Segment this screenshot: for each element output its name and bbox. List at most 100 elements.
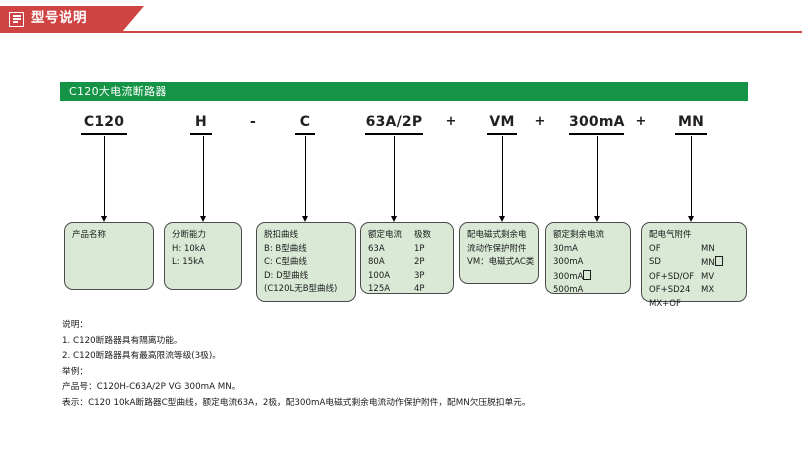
model-code-underline xyxy=(675,133,707,135)
connector-arrow-icon xyxy=(688,216,694,222)
plus-separator: + xyxy=(445,114,457,129)
legend-cell: MN xyxy=(701,256,739,271)
legend-cell: MN xyxy=(701,243,715,254)
legend-box-product-name: 产品名称 xyxy=(64,222,154,290)
connector-arrow-icon xyxy=(391,216,397,222)
legend-line: 额定剩余电流 xyxy=(553,230,605,240)
legend-cell: 极数 xyxy=(414,230,432,240)
connector-line xyxy=(104,136,105,216)
header-tab: 型号说明 xyxy=(0,6,122,32)
connector-line xyxy=(394,136,395,216)
model-code-token: C120 xyxy=(81,112,127,135)
legend-cell: OF+SD/OF xyxy=(649,271,695,282)
page-title: 型号说明 xyxy=(31,10,87,27)
legend-line: (C120L无B型曲线) xyxy=(264,284,338,294)
connector-line xyxy=(305,136,306,216)
legend-row: 125A 4P xyxy=(368,283,446,297)
legend-line: H: 10kA xyxy=(172,243,206,254)
legend-cell: OF xyxy=(649,243,661,254)
missing-glyph-icon xyxy=(583,269,592,280)
model-code-token: MN xyxy=(675,112,707,135)
legend-line: 产品名称 xyxy=(72,230,107,240)
model-code-token: C xyxy=(295,112,315,135)
missing-glyph-icon xyxy=(714,256,723,266)
legend-line: 配电磁式剩余电 xyxy=(467,230,527,240)
legend-cell: SD xyxy=(649,257,661,267)
legend-line: VM：电磁式AC类 xyxy=(467,257,535,267)
model-code-token-label: 300mA xyxy=(569,114,625,130)
model-code-token: 63A/2P xyxy=(365,112,423,135)
legend-line: 分断能力 xyxy=(172,230,207,240)
notes-block: 说明： 1. C120断路器具有隔离功能。 2. C120断路器具有最高限流等级(3… xyxy=(62,318,762,412)
model-code-token-label: MN xyxy=(677,114,705,130)
legend-cell xyxy=(701,229,739,243)
model-code-row: C120 H - C 63A/2P VM 300mA MN + + + xyxy=(0,112,802,142)
legend-line: 300mA xyxy=(553,269,623,285)
document-list-icon xyxy=(9,11,24,27)
legend-row: OF MN xyxy=(649,243,739,257)
connector-arrow-icon xyxy=(499,216,505,222)
legend-line: 脱扣曲线 xyxy=(264,230,299,240)
legend-line: C: C型曲线 xyxy=(264,257,307,267)
legend-line: 30mA xyxy=(553,243,578,254)
note-line: 举例： xyxy=(62,366,89,377)
legend-cell: 80A xyxy=(368,257,385,267)
legend-cell: MV xyxy=(701,271,715,282)
note-line: 说明： xyxy=(62,320,89,330)
header-tab-slant xyxy=(122,6,144,32)
legend-row: 配电气附件 xyxy=(649,229,739,243)
legend-cell xyxy=(701,298,739,312)
legend-line: L: 15kA xyxy=(172,257,204,267)
page-header: 型号说明 xyxy=(0,0,802,40)
legend-row: OF+SD/OF MV xyxy=(649,271,739,285)
connector-line xyxy=(203,136,204,216)
note-line: 1. C120断路器具有隔离功能。 xyxy=(62,335,183,346)
model-code-token: 300mA xyxy=(569,112,624,135)
legend-box-breaking-capacity: 分断能力 H: 10kA L: 15kA xyxy=(164,222,242,290)
header-divider xyxy=(0,31,802,33)
legend-cell: 63A xyxy=(368,243,385,254)
legend-line: 500mA xyxy=(553,285,584,295)
legend-line: 流动作保护附件 xyxy=(467,243,527,254)
legend-cell: 125A xyxy=(368,284,391,294)
model-code-underline xyxy=(365,133,423,135)
model-code-underline xyxy=(569,133,624,135)
model-code-token-label: C xyxy=(299,114,311,130)
legend-line: 300mA xyxy=(553,257,584,267)
model-code-token-label: 63A/2P xyxy=(365,114,423,130)
legend-cell: 1P xyxy=(414,243,425,254)
legend-cell: 3P xyxy=(414,270,425,281)
note-line: 2. C120断路器具有最高限流等级(3极)。 xyxy=(62,351,221,362)
connector-line xyxy=(502,136,503,216)
connector-arrow-icon xyxy=(302,216,308,222)
connector-arrow-icon xyxy=(200,216,206,222)
model-code-underline xyxy=(81,133,127,135)
legend-row: MX+OF xyxy=(649,298,739,312)
model-code-token: H xyxy=(190,112,212,135)
legend-cell: 4P xyxy=(414,284,425,294)
legend-cell: OF+SD24 xyxy=(649,285,691,295)
model-code-token: VM xyxy=(487,112,517,135)
connector-arrow-icon xyxy=(594,216,600,222)
model-code-underline xyxy=(295,133,315,135)
note-line: 表示：C120 10kA断路器C型曲线，额定电流63A，2极，配300mA电磁式… xyxy=(62,397,531,408)
legend-cell: 配电气附件 xyxy=(649,230,692,240)
plus-separator: + xyxy=(635,114,647,129)
plus-separator: + xyxy=(534,114,546,129)
legend-box-residual-current-accessory: 配电磁式剩余电流动作保护附件 VM：电磁式AC类 xyxy=(459,222,539,284)
legend-line: B: B型曲线 xyxy=(264,243,307,254)
note-line: 产品号：C120H-C63A/2P VG 300mA MN。 xyxy=(62,382,241,393)
section-title-label: C120大电流断路器 xyxy=(69,85,167,98)
legend-cell: 额定电流 xyxy=(368,230,403,240)
model-code-token-label: - xyxy=(249,114,256,130)
legend-cell: MX+OF xyxy=(649,298,681,309)
legend-row: 63A 1P xyxy=(368,243,446,257)
legend-row: SD MN xyxy=(649,256,739,271)
